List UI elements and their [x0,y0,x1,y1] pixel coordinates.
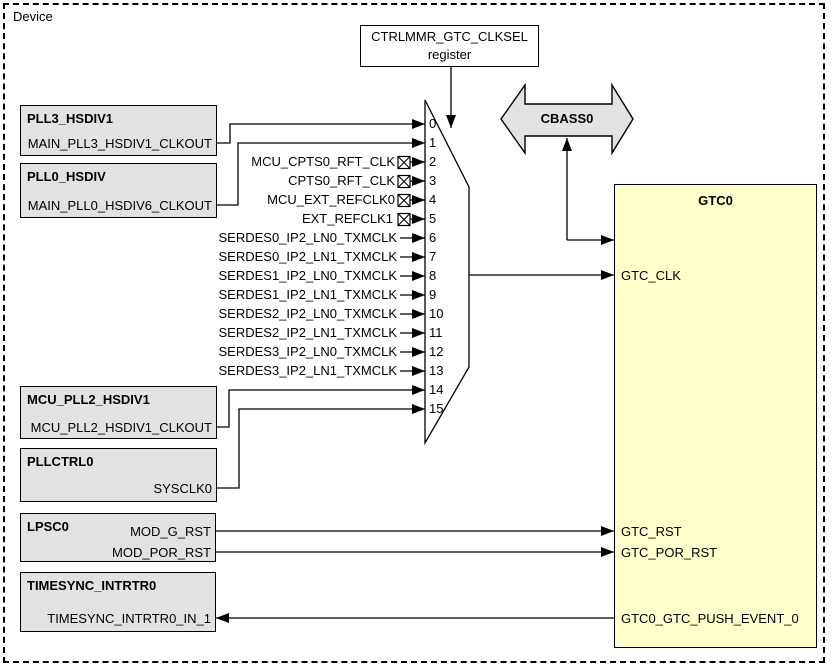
port-gtc-rst: GTC_RST [621,524,682,539]
mux-input-number-7: 7 [429,249,437,264]
port-gtc-por-rst: GTC_POR_RST [621,545,718,560]
port-gtc-clk: GTC_CLK [621,268,681,283]
mux-input-number-1: 1 [429,135,437,150]
mux-input-number-14: 14 [429,382,444,397]
mux-input-number-11: 11 [429,325,443,340]
mux-input-number-5: 5 [429,211,437,226]
register-box-ctrlmmr-gtc-clksel: CTRLMMR_GTC_CLKSEL register [360,25,539,67]
signal-label-serdes0-ip2-ln1: SERDES0_IP2_LN1_TXMCLK [218,249,397,264]
port-main-pll0-hsdiv6-clkout: MAIN_PLL0_HSDIV6_CLKOUT [27,198,212,213]
signal-label-serdes2-ip2-ln0: SERDES2_IP2_LN0_TXMCLK [218,306,397,321]
port-main-pll3-hsdiv1-clkout: MAIN_PLL3_HSDIV1_CLKOUT [27,136,212,151]
module-title: PLL0_HSDIV [27,169,106,184]
mux-input-number-3: 3 [429,173,437,188]
mux-input-number-0: 0 [429,116,437,131]
register-word: register [427,47,472,62]
mux-input-number-15: 15 [429,401,444,416]
signal-label-mcu-cpts0-rft-clk: MCU_CPTS0_RFT_CLK [251,154,395,169]
device-label: Device [13,9,53,24]
mux-input-number-6: 6 [429,230,437,245]
port-mcu-pll2-hsdiv1-clkout: MCU_PLL2_HSDIV1_CLKOUT [30,420,212,435]
device-boundary [3,3,825,663]
mux-input-number-9: 9 [429,287,437,302]
module-pll0-hsdiv: PLL0_HSDIV MAIN_PLL0_HSDIV6_CLKOUT [20,163,217,218]
module-pllctrl0: PLLCTRL0 SYSCLK0 [20,448,217,502]
register-name: CTRLMMR_GTC_CLKSEL [371,29,528,44]
port-mod-por-rst: MOD_POR_RST [112,545,211,560]
signal-label-serdes1-ip2-ln1: SERDES1_IP2_LN1_TXMCLK [218,287,397,302]
signal-label-mcu-ext-refclk0: MCU_EXT_REFCLK0 [267,192,395,207]
port-sysclk0: SYSCLK0 [153,481,212,496]
mux-input-number-12: 12 [429,344,444,359]
signal-label-serdes0-ip2-ln0: SERDES0_IP2_LN0_TXMCLK [218,230,397,245]
module-title: PLL3_HSDIV1 [27,111,113,126]
signal-label-ext-refclk1: EXT_REFCLK1 [301,211,393,226]
mux-input-number-10: 10 [429,306,444,321]
mux-input-number-8: 8 [429,268,437,283]
signal-label-serdes1-ip2-ln0: SERDES1_IP2_LN0_TXMCLK [218,268,397,283]
module-title: TIMESYNC_INTRTR0 [27,578,157,593]
module-pll3-hsdiv1: PLL3_HSDIV1 MAIN_PLL3_HSDIV1_CLKOUT [20,105,217,156]
mux-input-number-13: 13 [429,363,444,378]
module-mcu-pll2-hsdiv1: MCU_PLL2_HSDIV1 MCU_PLL2_HSDIV1_CLKOUT [20,386,217,439]
signal-label-serdes2-ip2-ln1: SERDES2_IP2_LN1_TXMCLK [218,325,397,340]
port-mod-g-rst: MOD_G_RST [130,524,211,539]
module-title: LPSC0 [27,519,69,534]
module-timesync-intrtr0: TIMESYNC_INTRTR0 TIMESYNC_INTRTR0_IN_1 [20,572,216,632]
module-title: PLLCTRL0 [27,454,94,469]
port-gtc0-gtc-push-event-0: GTC0_GTC_PUSH_EVENT_0 [621,611,799,626]
module-gtc0: GTC0 GTC_CLK GTC_RST GTC_POR_RST GTC0_GT… [614,184,817,648]
module-title: MCU_PLL2_HSDIV1 [27,392,150,407]
signal-label-serdes3-ip2-ln0: SERDES3_IP2_LN0_TXMCLK [218,344,397,359]
mux-input-number-2: 2 [429,154,437,169]
module-title: GTC0 [698,193,733,208]
mux-input-number-4: 4 [429,192,437,207]
signal-label-serdes3-ip2-ln1: SERDES3_IP2_LN1_TXMCLK [218,363,397,378]
signal-label-cpts0-rft-clk: CPTS0_RFT_CLK [288,173,395,188]
module-lpsc0: LPSC0 MOD_G_RST MOD_POR_RST [20,513,216,562]
port-timesync-intrtr0-in-1: TIMESYNC_INTRTR0_IN_1 [47,611,211,626]
cbass0-label: CBASS0 [540,111,594,126]
